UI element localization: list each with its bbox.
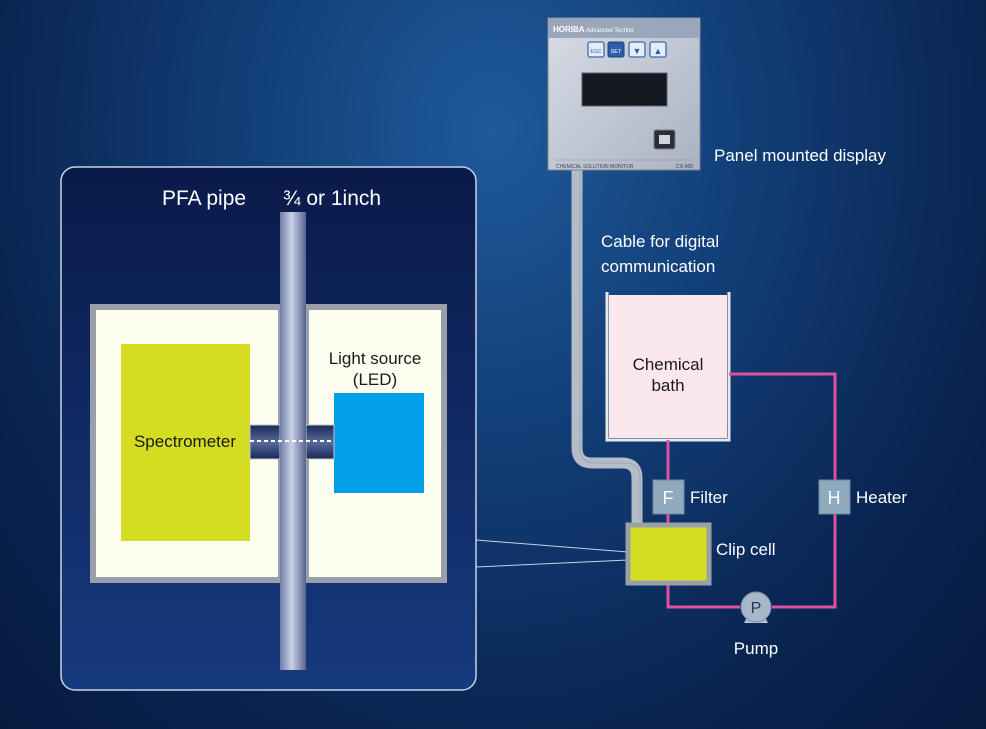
heater-letter: H bbox=[828, 488, 841, 508]
chemical-bath bbox=[605, 292, 731, 442]
down-button[interactable] bbox=[628, 41, 646, 58]
zoom-connector bbox=[475, 539, 629, 568]
pump-label: Pump bbox=[734, 639, 778, 658]
display-footer-left: CHEMICAL SOLUTION MONITOR bbox=[556, 164, 634, 170]
display-footer-right: CS-900 bbox=[676, 164, 693, 170]
spectrometer-label: Spectrometer bbox=[134, 432, 236, 451]
display-screen bbox=[581, 72, 668, 107]
esc-button[interactable] bbox=[587, 41, 605, 58]
light-source-label: Light source bbox=[329, 349, 422, 368]
pipe-label: PFA pipe bbox=[162, 187, 246, 210]
bath-label-line2: bath bbox=[651, 376, 684, 395]
heater-label: Heater bbox=[856, 488, 907, 507]
display-label: Panel mounted display bbox=[714, 146, 887, 165]
cable-label-line1: Cable for digital bbox=[601, 232, 719, 251]
pump bbox=[740, 591, 772, 623]
set-button[interactable] bbox=[607, 41, 625, 58]
pump-letter: P bbox=[751, 600, 762, 617]
cable-label-line2: communication bbox=[601, 257, 715, 276]
led-label: (LED) bbox=[353, 370, 397, 389]
panel-display bbox=[547, 17, 701, 171]
bath-label-line1: Chemical bbox=[633, 355, 704, 374]
down-arrow-icon: ▼ bbox=[633, 46, 642, 56]
spectrometer-block bbox=[121, 344, 250, 541]
clip-cell bbox=[625, 522, 712, 586]
set-label: SET bbox=[611, 49, 622, 55]
up-button[interactable] bbox=[649, 41, 667, 58]
esc-label: ESC bbox=[590, 49, 601, 55]
brand-logo: HORIBA bbox=[553, 25, 585, 34]
led-block bbox=[334, 393, 424, 493]
filter-label: Filter bbox=[690, 488, 728, 507]
up-arrow-icon: ▲ bbox=[654, 46, 663, 56]
pipe-size-label: ¾ or 1inch bbox=[283, 187, 381, 210]
inset-detail bbox=[60, 166, 477, 691]
circulation-loop bbox=[666, 372, 837, 609]
filter-box bbox=[652, 479, 685, 515]
filter-letter: F bbox=[663, 488, 674, 508]
heater-box bbox=[818, 479, 851, 515]
clip-cell-label: Clip cell bbox=[716, 540, 776, 559]
brand-subtitle: Advanced Techno bbox=[586, 28, 634, 34]
